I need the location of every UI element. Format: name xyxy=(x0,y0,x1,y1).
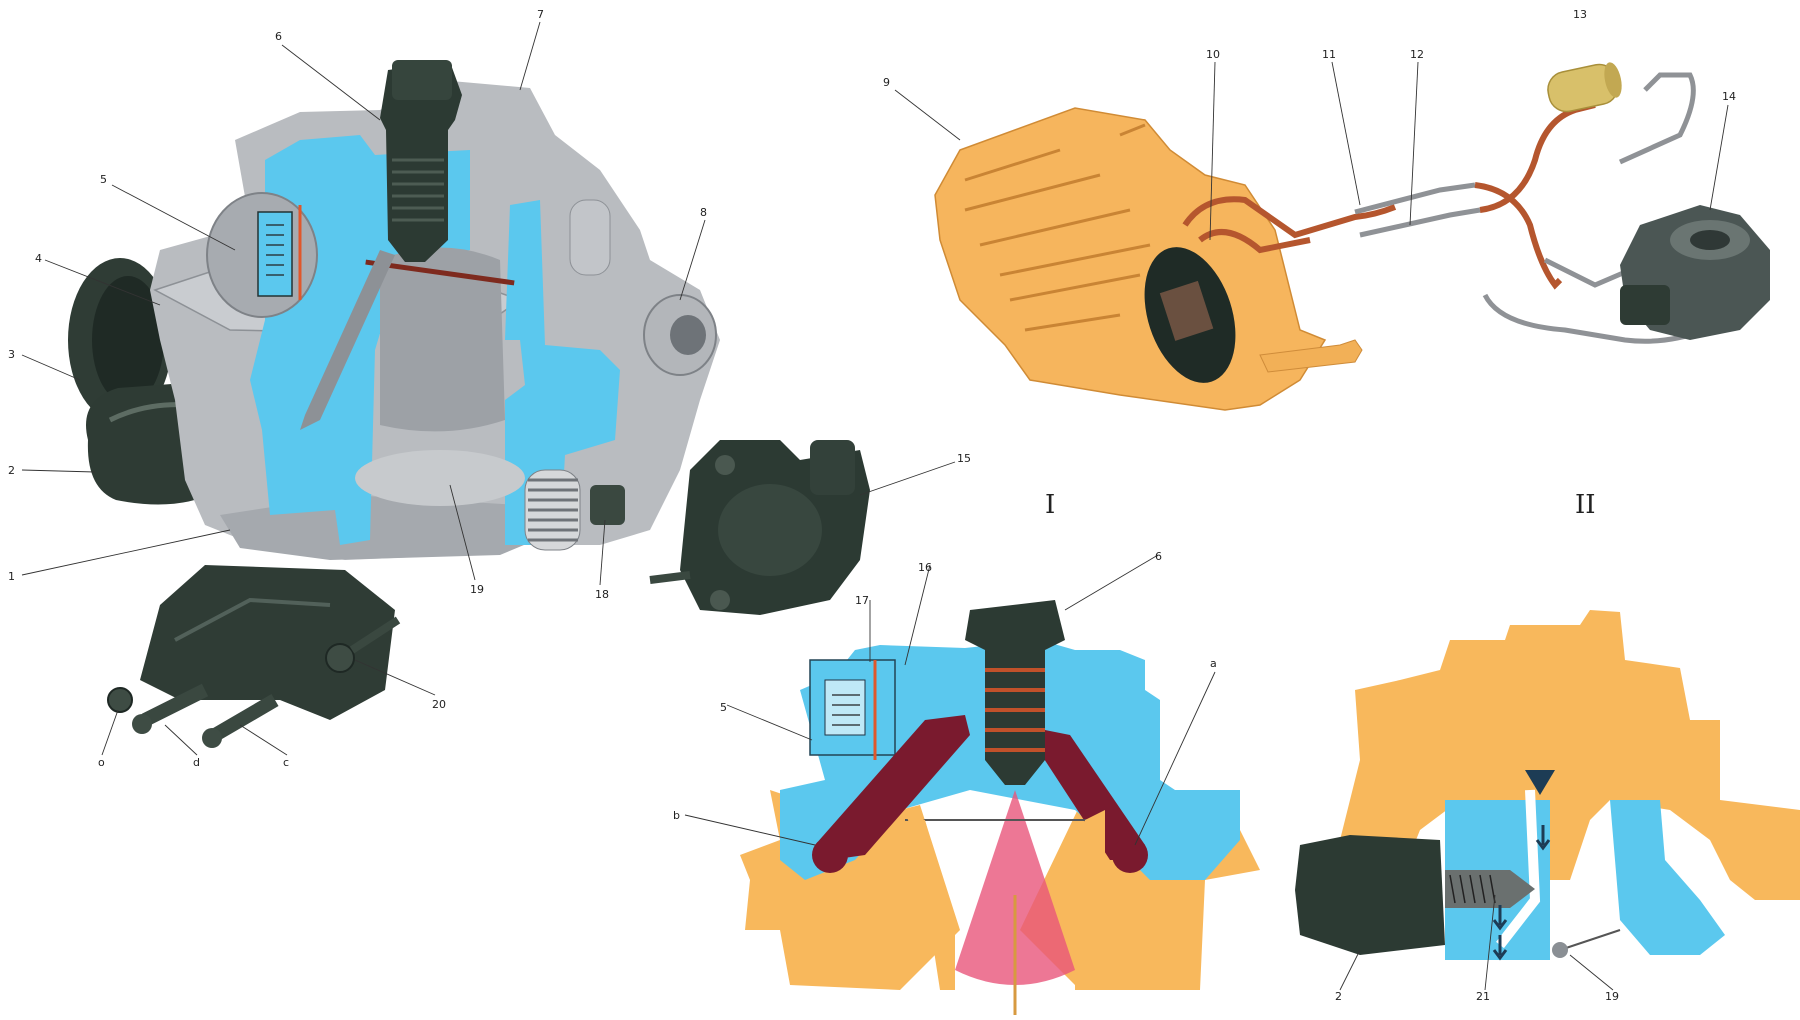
callout-20: 20 xyxy=(432,698,446,711)
section-label-1: I xyxy=(1045,490,1055,520)
callout-16: 16 xyxy=(918,561,932,574)
fuel-line-to-throttle xyxy=(1482,293,1706,344)
throttle-bore-bottom xyxy=(355,450,525,506)
callout-8: 8 xyxy=(700,206,707,219)
bypass-cut-section xyxy=(505,200,620,545)
fuel-filter-icon xyxy=(1547,62,1622,113)
section-1-diagram xyxy=(740,600,1260,1015)
callout-1: 1 xyxy=(8,570,15,583)
fuel-line-return-copper xyxy=(1198,229,1311,254)
throttle-position-sensor xyxy=(649,440,870,615)
bracket-bolt-c xyxy=(202,728,222,748)
callout-4: 4 xyxy=(35,252,42,265)
fuel-spray-cone xyxy=(955,790,1075,985)
injector-coil xyxy=(392,158,444,222)
callout-14: 14 xyxy=(1722,90,1736,103)
section-2-bypass-channel xyxy=(1496,789,1541,949)
callout-5: 5 xyxy=(100,173,107,186)
bracket-bolt-d xyxy=(132,714,152,734)
section-2-throttle-shaft xyxy=(1552,942,1568,958)
idle-valve-plunger xyxy=(1445,870,1510,908)
callout-3: 3 xyxy=(8,348,15,361)
section-label-2: II xyxy=(1575,490,1596,520)
fuel-line-cross-b xyxy=(1474,182,1563,290)
injector-connector xyxy=(392,60,452,100)
callout-a: a xyxy=(1210,657,1217,670)
fuel-tank-icon xyxy=(934,107,1363,411)
callout-19: 19 xyxy=(470,583,484,596)
bracket-bolt-d-shank xyxy=(141,683,209,727)
throttle-position-sensor-face xyxy=(92,276,164,404)
fuel-passage xyxy=(300,250,395,430)
section-1-fuel-gallery-a xyxy=(1112,837,1148,873)
regulator-spring xyxy=(266,224,284,276)
callout-o: o xyxy=(98,756,105,769)
fuel-line-filter-out xyxy=(1618,72,1696,165)
fuel-pump xyxy=(1159,280,1214,341)
callout-21: 21 xyxy=(1476,990,1490,1003)
callout-11: 11 xyxy=(1322,48,1336,61)
callout-c: c xyxy=(283,756,289,769)
section-1-fuel-gallery-b xyxy=(812,837,848,873)
callout-7: 7 xyxy=(537,8,544,21)
mounting-bracket xyxy=(107,565,401,748)
bypass-fitting xyxy=(569,199,611,276)
air-flow-arrow-down-3 xyxy=(1492,935,1508,961)
throttle-return-spring xyxy=(524,469,581,551)
callout-15: 15 xyxy=(957,452,971,465)
throttle-body-small xyxy=(1620,205,1770,340)
idle-valve-cone xyxy=(1510,870,1535,908)
fuel-line-cross-a xyxy=(1479,102,1596,213)
callout-d: d xyxy=(193,756,200,769)
section-2-right-block xyxy=(1610,800,1725,955)
air-flow-arrow-down-1 xyxy=(1535,825,1551,851)
fuel-lines xyxy=(1182,72,1706,344)
fuel-line-supply-copper xyxy=(1182,196,1397,239)
section-2-throttle-plate xyxy=(1559,929,1621,951)
callout-17: 17 xyxy=(855,594,869,607)
section-1-fuel-channel-left xyxy=(815,715,970,860)
throttle-body-cutaway-icon xyxy=(68,60,720,560)
callout-5-section: 5 xyxy=(720,701,727,714)
leader-lines xyxy=(21,21,1729,991)
callout-12: 12 xyxy=(1410,48,1424,61)
callout-13: 13 xyxy=(1573,8,1587,21)
callout-b: b xyxy=(673,809,680,822)
fuel-inlet-bore xyxy=(670,315,706,355)
bracket-bolt-o xyxy=(107,687,133,713)
callout-6-section: 6 xyxy=(1155,550,1162,563)
throttle-lever xyxy=(590,485,625,525)
callout-labels: 1 2 3 4 5 6 7 8 9 10 11 12 13 14 15 19 1… xyxy=(8,8,1736,1003)
bracket-stud-20-shank xyxy=(349,616,401,654)
section-2-diagram xyxy=(1295,610,1800,961)
fuel-line-12 xyxy=(1359,207,1481,238)
callout-19-section: 19 xyxy=(1605,990,1619,1003)
section-1-throat-left xyxy=(905,810,955,990)
fuel-line-lower xyxy=(1543,257,1631,288)
bracket-stud-20 xyxy=(325,643,355,673)
callout-10: 10 xyxy=(1206,48,1220,61)
fuel-line-11 xyxy=(1354,182,1476,215)
section-2-orange-body xyxy=(1340,610,1800,900)
fuel-injector-icon xyxy=(380,62,462,262)
callout-9: 9 xyxy=(883,76,890,89)
callout-6: 6 xyxy=(275,30,282,43)
tank-filler-pipe xyxy=(1259,339,1363,373)
idle-air-control-valve-icon xyxy=(1295,835,1445,955)
callout-2: 2 xyxy=(8,464,15,477)
air-flow-arrow-down-2 xyxy=(1492,905,1508,931)
throttle-bore xyxy=(380,247,505,432)
pressure-regulator-diaphragm xyxy=(257,211,293,297)
air-flow-arrow-icon xyxy=(1525,770,1555,795)
bracket-bolt-c-shank xyxy=(211,693,279,742)
callout-18: 18 xyxy=(595,588,609,601)
callout-2-section: 2 xyxy=(1335,990,1342,1003)
section-1-throat-right xyxy=(1075,810,1105,990)
section-1-injector xyxy=(965,600,1065,785)
throttle-shaft xyxy=(365,259,515,286)
section-1-fuel-channel-right xyxy=(1035,730,1145,860)
